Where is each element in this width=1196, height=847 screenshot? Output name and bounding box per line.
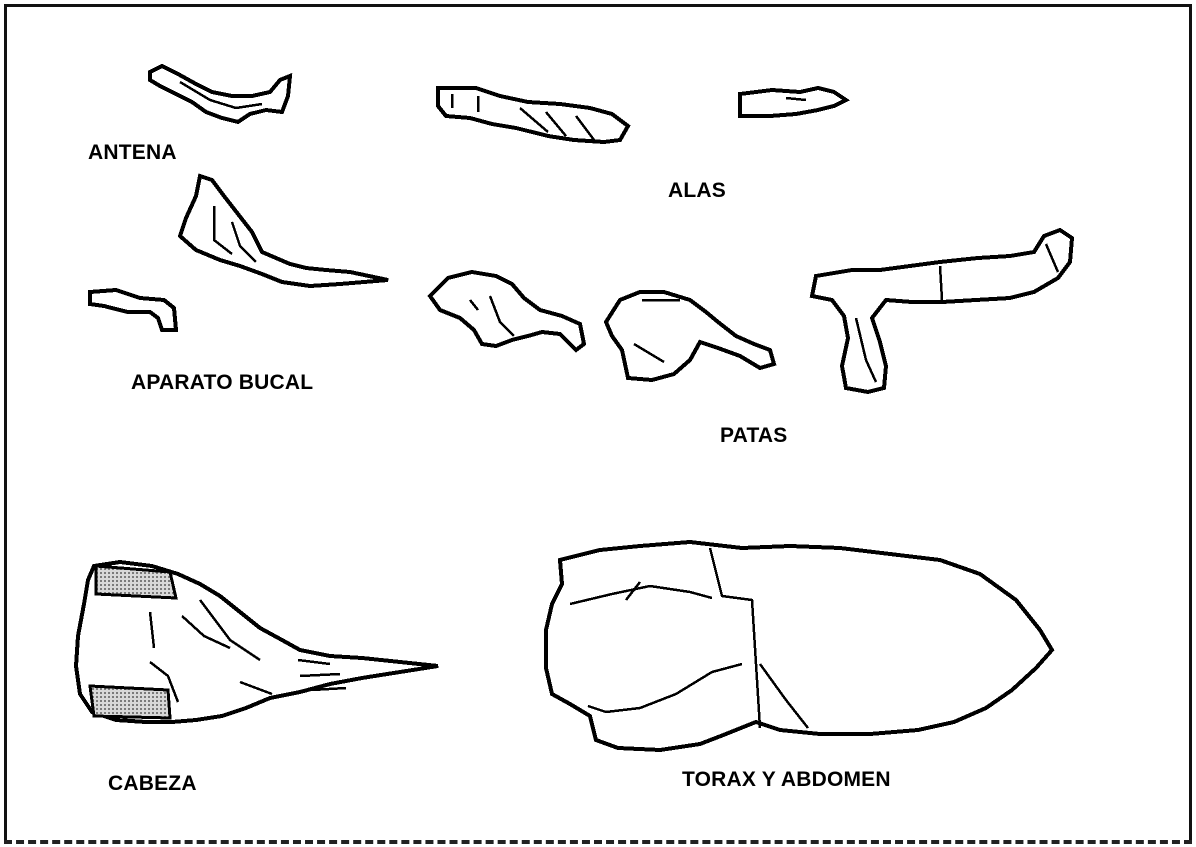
mouthparts-drawing (90, 176, 388, 330)
label-torax-abdomen: TORAX Y ABDOMEN (682, 768, 891, 792)
thorax-abdomen-drawing (546, 542, 1052, 750)
label-aparato-bucal: APARATO BUCAL (131, 371, 313, 395)
label-cabeza: CABEZA (108, 772, 197, 796)
label-patas: PATAS (720, 424, 788, 448)
wings-drawing (438, 88, 846, 142)
legs-drawing (430, 230, 1072, 392)
antenna-drawing (150, 66, 290, 122)
label-antena: ANTENA (88, 141, 177, 165)
head-drawing (76, 562, 438, 722)
label-alas: ALAS (668, 179, 726, 203)
